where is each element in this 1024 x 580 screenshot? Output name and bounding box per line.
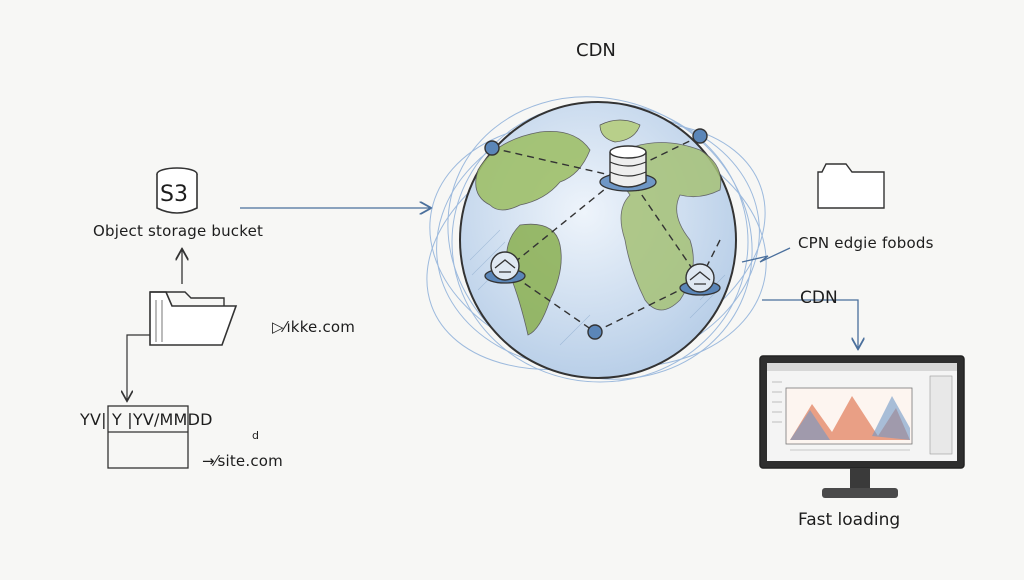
cdn-label-right: CDN xyxy=(800,288,838,308)
monitor-icon xyxy=(759,355,965,498)
edge-folder-icon xyxy=(817,163,885,209)
path-sub-label: d xyxy=(252,429,260,442)
path-box xyxy=(107,405,189,469)
path-label: YV| Y |YV/MMDD xyxy=(80,410,213,429)
domain-label-top: ▷⁄ıkke.com xyxy=(272,318,356,336)
edge-server-west-icon xyxy=(484,251,526,284)
edge-node-ne xyxy=(692,128,708,144)
origin-server-icon xyxy=(599,145,657,192)
edge-node-s xyxy=(587,324,603,340)
s3-icon-text: S3 xyxy=(160,182,188,207)
cdn-to-monitor-arrow xyxy=(762,299,858,348)
fast-loading-label: Fast loading xyxy=(798,510,901,530)
edge-server-east-icon xyxy=(679,263,721,296)
edge-nodes-label: CPN edgie fobods xyxy=(798,234,934,252)
diagram-title: CDN xyxy=(576,40,616,61)
folder-to-path-arrow xyxy=(127,334,150,400)
globe-to-edge-connector xyxy=(741,247,791,263)
edge-node-nw xyxy=(484,140,500,156)
s3-bucket-icon xyxy=(156,167,198,214)
s3-bucket-label: Object storage bucket xyxy=(93,222,264,240)
folder-icon xyxy=(149,291,238,346)
domain-label-bottom: →⁄site.com xyxy=(202,452,283,470)
